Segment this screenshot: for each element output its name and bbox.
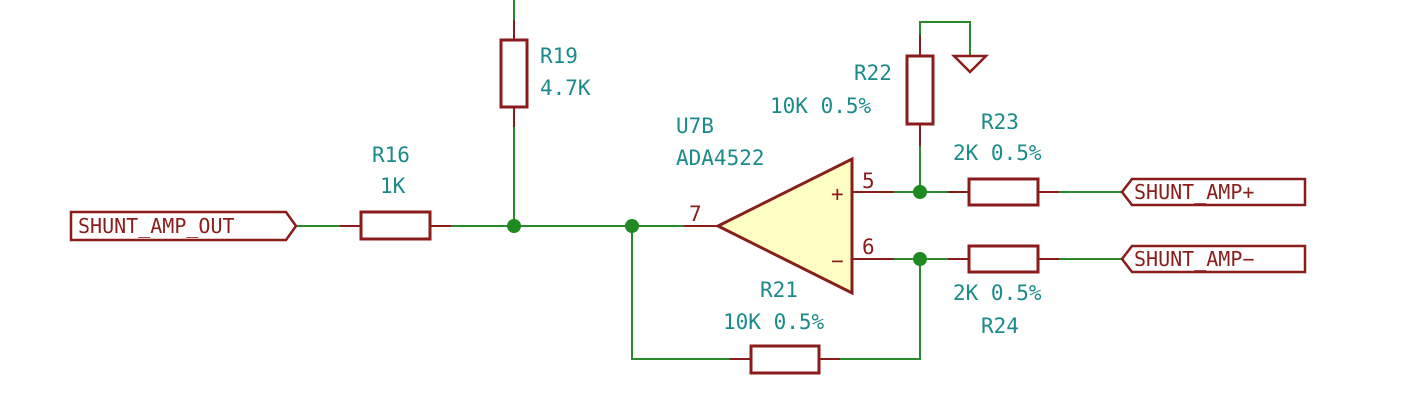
opamp-plus-sign: + [831,182,844,206]
wire-r22-to-ground [919,21,971,57]
wire-feedback-left [631,225,731,360]
r22-value: 10K 0.5% [770,94,872,118]
junction-pin6-node [913,252,927,266]
pin-number-5: 5 [862,169,875,193]
wire-feedback-right [839,258,921,360]
r19-value: 4.7K [540,76,591,100]
opamp-triangle [714,156,854,296]
r21-ref: R21 [760,278,798,302]
resistor-leads [340,20,1059,360]
r24-ref: R24 [981,314,1019,338]
u7b-value: ADA4522 [676,146,765,170]
net-label-shunt-amp-pos: SHUNT_AMP+ [1120,177,1307,207]
pin-number-7: 7 [689,202,702,226]
pin-number-6: 6 [862,235,875,259]
net-label-shunt-amp-out: SHUNT_AMP_OUT [69,210,298,242]
net-label-pos-text: SHUNT_AMP+ [1134,180,1254,204]
r23-value: 2K 0.5% [953,141,1042,165]
resistor-r23-body [967,177,1040,207]
net-label-out-text: SHUNT_AMP_OUT [78,214,235,238]
r22-ref: R22 [854,61,892,85]
r21-value: 10K 0.5% [723,310,825,334]
opamp-u7b: + − 5 6 7 [684,156,894,296]
junction-pin5-node [913,185,927,199]
junction-r19-node [507,219,521,233]
opamp-minus-sign: − [831,249,844,273]
resistor-r19-body [499,38,529,109]
r16-ref: R16 [372,143,410,167]
net-label-neg-text: SHUNT_AMP− [1134,247,1254,271]
resistor-r21-body [749,344,821,375]
ground-symbol [950,54,990,74]
resistor-r22-body [905,54,935,126]
resistor-r16-body [359,210,432,241]
u7b-ref: U7B [676,114,714,138]
resistor-r24-body [967,244,1040,274]
wires [295,0,1123,360]
r24-value: 2K 0.5% [953,281,1042,305]
r19-ref: R19 [540,44,578,68]
net-label-shunt-amp-neg: SHUNT_AMP− [1120,244,1307,274]
junction-opamp-output [625,219,639,233]
r16-value: 1K [380,174,406,198]
r23-ref: R23 [981,110,1019,134]
